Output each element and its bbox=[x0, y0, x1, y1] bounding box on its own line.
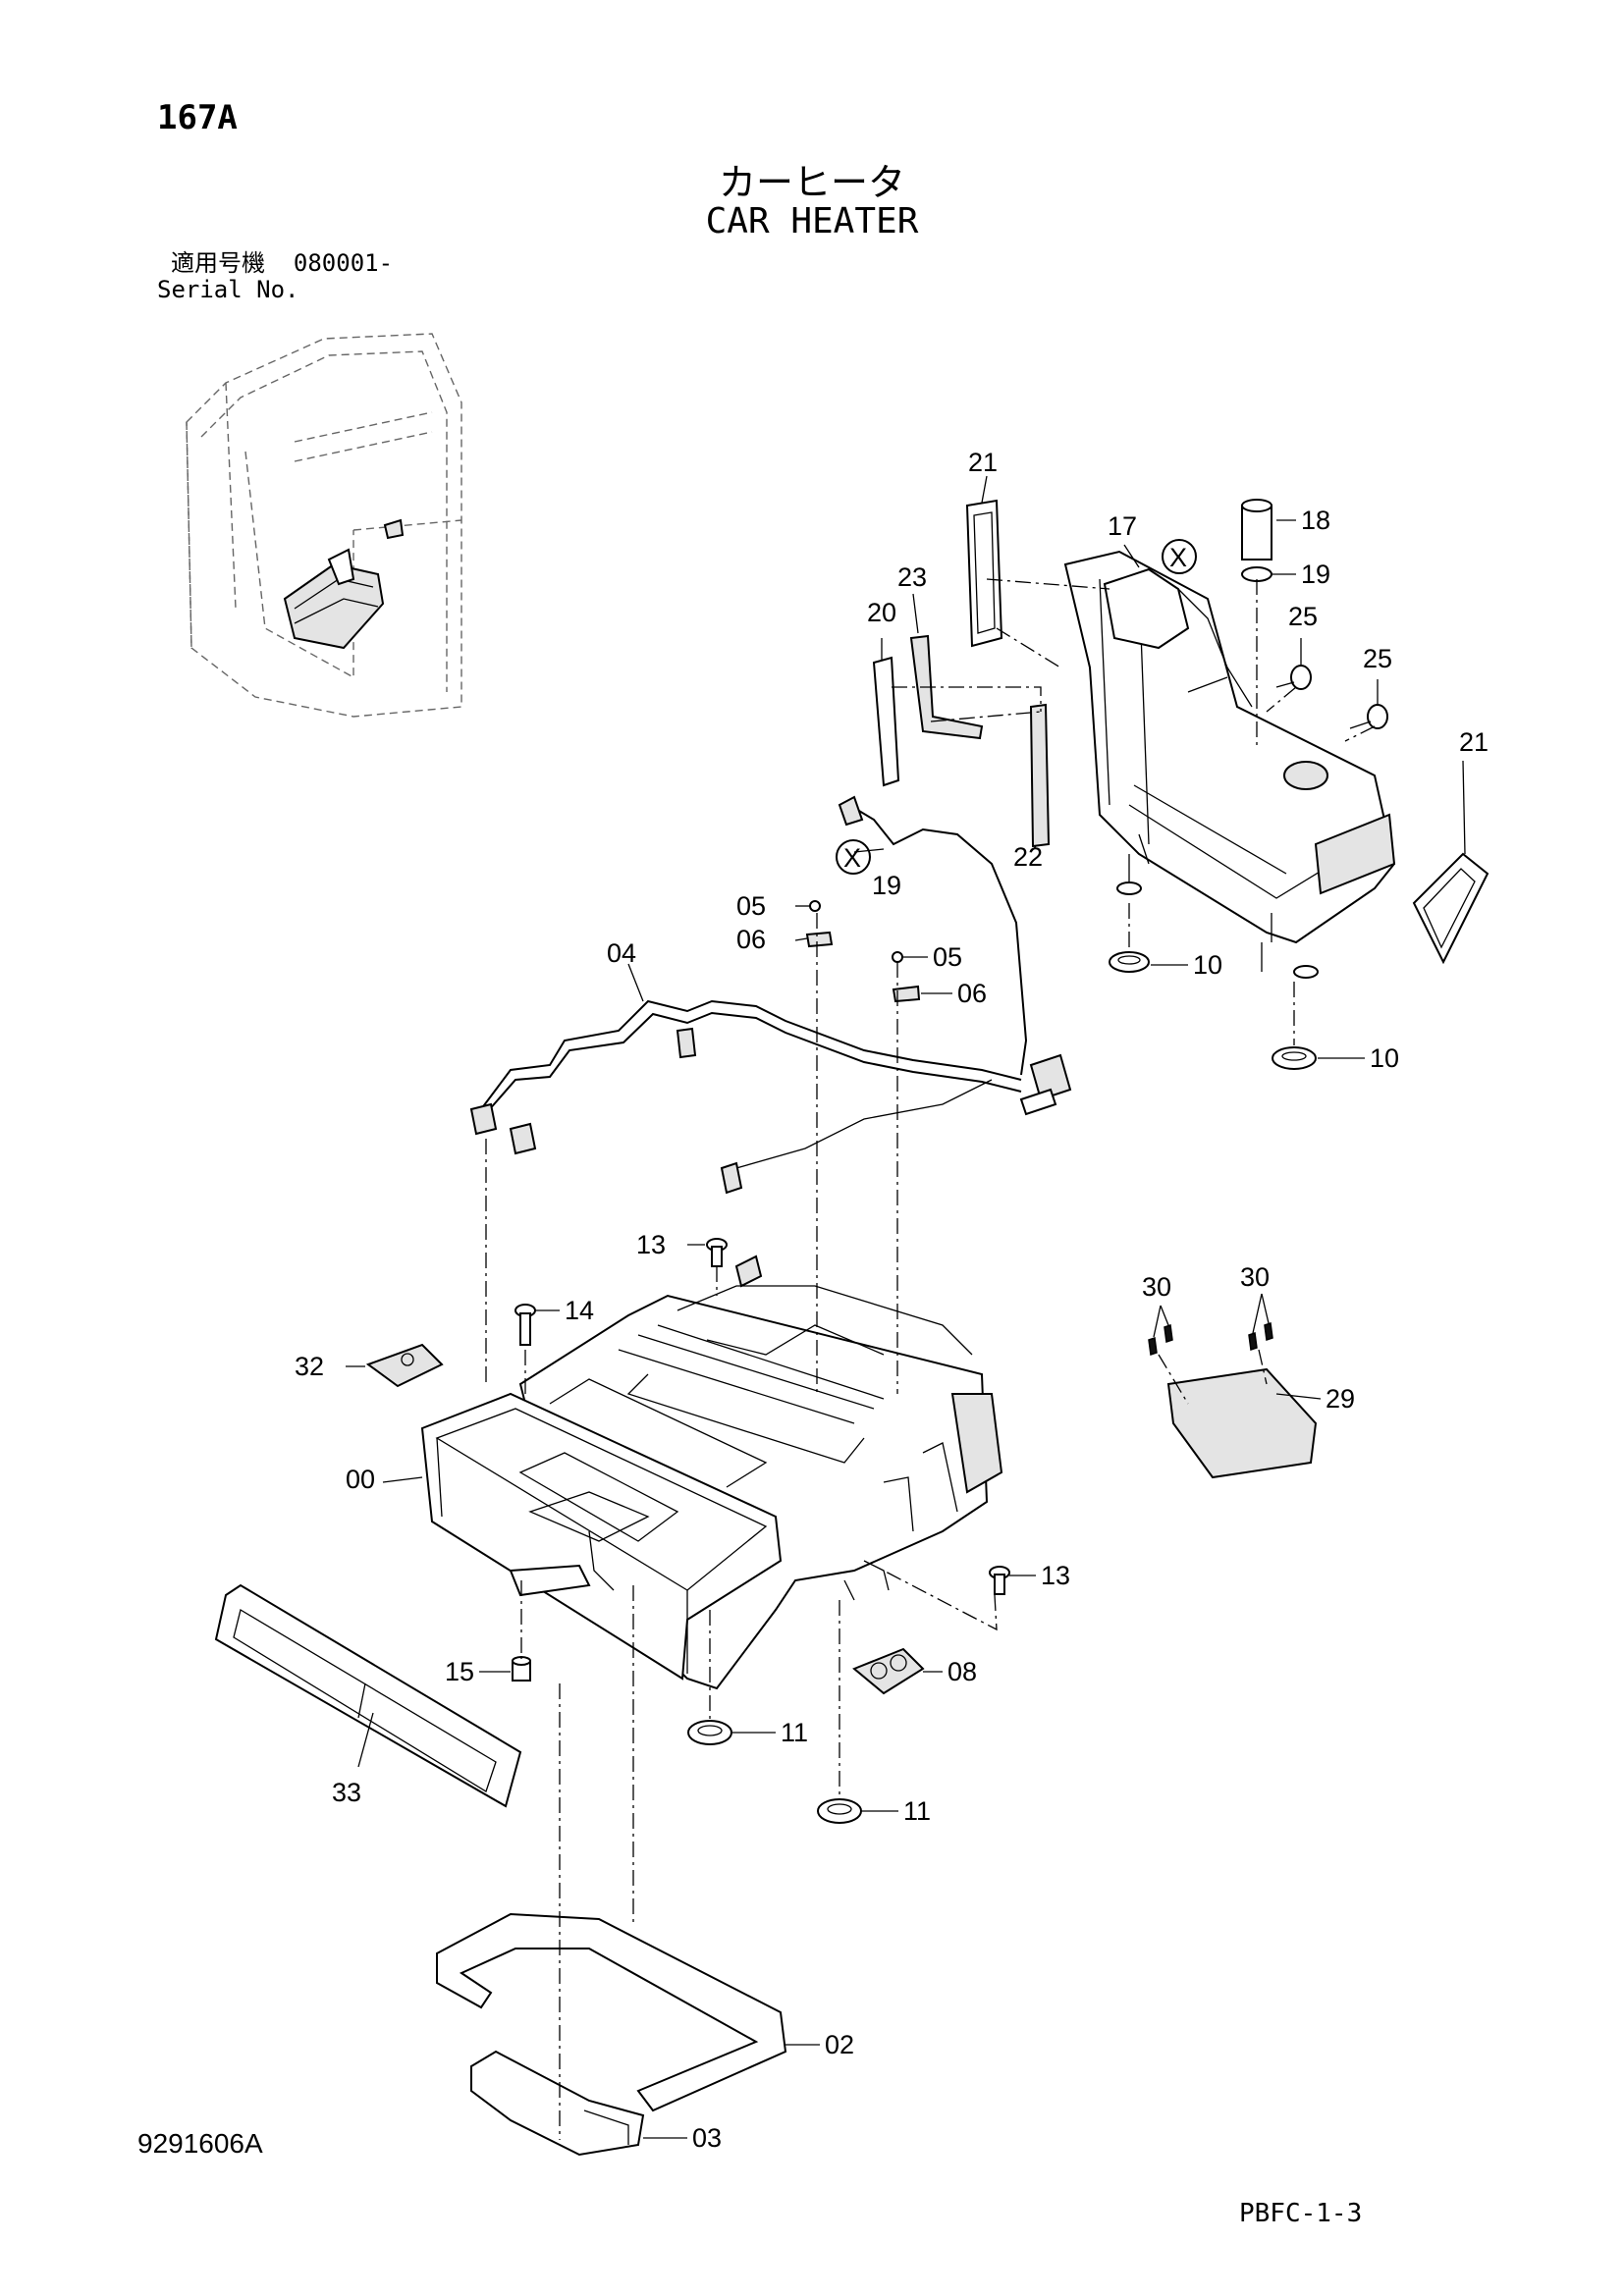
plate-32 bbox=[365, 1343, 444, 1388]
grommet-11-b bbox=[817, 1798, 862, 1824]
duct-assembly-17 bbox=[1063, 550, 1396, 979]
callout-25-a: 25 bbox=[1288, 602, 1318, 631]
screw-05-b bbox=[892, 951, 903, 963]
cab-location-inset bbox=[186, 333, 462, 718]
callout-04: 04 bbox=[607, 938, 636, 968]
title-japanese: カーヒータ bbox=[718, 161, 905, 204]
grommet-10-a bbox=[1109, 951, 1150, 973]
callout-00: 00 bbox=[346, 1465, 375, 1494]
marker-x-lower: X bbox=[843, 843, 861, 873]
gasket-21-right bbox=[1412, 852, 1489, 965]
callout-13-b: 13 bbox=[1041, 1561, 1070, 1590]
callout-05-a: 05 bbox=[736, 891, 766, 921]
serial-line-jp: 適用号機 080001- bbox=[157, 250, 393, 277]
callout-15: 15 bbox=[445, 1657, 474, 1686]
callout-21-upper: 21 bbox=[968, 448, 998, 477]
screw-05-a bbox=[809, 900, 821, 912]
callout-05-b: 05 bbox=[933, 942, 962, 972]
plate-03 bbox=[470, 2050, 645, 2157]
collar-15 bbox=[512, 1656, 531, 1682]
callout-13-a: 13 bbox=[636, 1230, 666, 1259]
callout-20: 20 bbox=[867, 598, 896, 627]
serial-info: 適用号機 080001- Serial No. bbox=[157, 250, 393, 303]
cover-29 bbox=[1166, 1367, 1318, 1479]
title-english: CAR HEATER bbox=[705, 201, 919, 241]
grommet-08 bbox=[852, 1647, 925, 1695]
ring-19 bbox=[1241, 566, 1272, 582]
wire-harness-04 bbox=[469, 795, 1072, 1195]
serial-label-en: Serial No. bbox=[157, 276, 299, 303]
screw-30-b bbox=[1248, 1322, 1273, 1351]
bolt-13-b bbox=[989, 1566, 1010, 1595]
callout-22: 22 bbox=[1013, 842, 1043, 872]
clip-06-a bbox=[805, 931, 834, 948]
callout-08: 08 bbox=[947, 1657, 977, 1686]
callout-18: 18 bbox=[1301, 506, 1330, 535]
callout-14: 14 bbox=[565, 1296, 594, 1325]
seal-22 bbox=[1029, 703, 1051, 848]
seal-20 bbox=[872, 656, 900, 787]
callout-17: 17 bbox=[1108, 511, 1137, 541]
callout-29: 29 bbox=[1326, 1384, 1355, 1414]
page-code: 167A bbox=[157, 98, 238, 137]
screw-25-b bbox=[1349, 704, 1388, 729]
callout-03: 03 bbox=[692, 2123, 722, 2153]
grommet-10-b bbox=[1272, 1046, 1317, 1070]
serial-label-jp: 適用号機 bbox=[171, 249, 265, 277]
callout-06-b: 06 bbox=[957, 979, 987, 1008]
cap-18 bbox=[1241, 499, 1272, 561]
frame-02 bbox=[436, 1912, 787, 2112]
grommet-11-a bbox=[687, 1720, 732, 1745]
gasket-21-upper bbox=[965, 499, 1003, 648]
callout-30-a: 30 bbox=[1142, 1272, 1171, 1302]
screw-25-a bbox=[1275, 665, 1312, 690]
drawing-number: 9291606A bbox=[137, 2128, 263, 2159]
callout-11-b: 11 bbox=[903, 1796, 931, 1826]
bolt-14 bbox=[514, 1304, 536, 1346]
callout-10-a: 10 bbox=[1193, 950, 1222, 980]
callout-02: 02 bbox=[825, 2030, 854, 2059]
callout-19-upper: 19 bbox=[1301, 560, 1330, 589]
screw-30-a bbox=[1148, 1324, 1173, 1356]
callout-33: 33 bbox=[332, 1778, 361, 1807]
callout-10-b: 10 bbox=[1370, 1043, 1399, 1073]
bolt-13-a bbox=[706, 1238, 728, 1267]
callout-19-lower: 19 bbox=[872, 871, 901, 900]
clip-06-b bbox=[892, 985, 921, 1003]
callout-23: 23 bbox=[897, 562, 927, 592]
seal-23 bbox=[909, 634, 984, 740]
callout-30-b: 30 bbox=[1240, 1262, 1270, 1292]
sheet-reference: PBFC-1-3 bbox=[1239, 2199, 1363, 2228]
callout-21-right: 21 bbox=[1459, 727, 1489, 757]
serial-value: 080001- bbox=[293, 249, 394, 277]
callout-25-b: 25 bbox=[1363, 644, 1392, 673]
callout-11-a: 11 bbox=[781, 1718, 808, 1747]
heater-unit-00 bbox=[420, 1255, 1003, 1690]
marker-x-upper: X bbox=[1169, 543, 1187, 572]
filter-33 bbox=[214, 1583, 522, 1808]
callout-32: 32 bbox=[295, 1352, 324, 1381]
callout-06-a: 06 bbox=[736, 925, 766, 954]
